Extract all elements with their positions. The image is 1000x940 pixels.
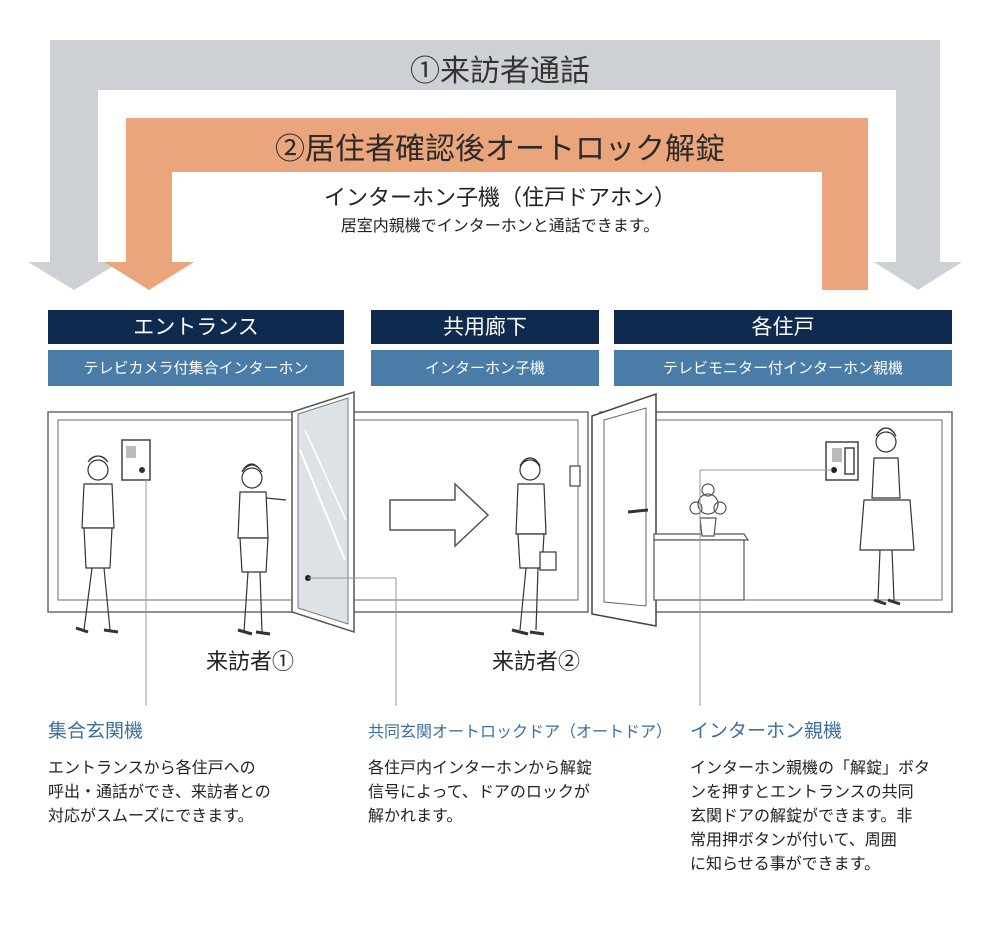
caption-title-entrance-panel: 集合玄関機 (48, 720, 144, 742)
resident-figure-unit (859, 427, 915, 606)
unit-phone-title: インターホン子機（住戸ドアホン） (323, 186, 676, 211)
zone-sub-corridor: インターホン子機 (371, 350, 599, 386)
zone-header-corridor: 共用廊下 (371, 310, 599, 344)
zone-sub-entrance: テレビカメラ付集合インターホン (48, 350, 344, 386)
entrance-panel-icon (121, 439, 151, 481)
leader-lines (145, 469, 832, 706)
zone-header-unit: 各住戸 (614, 310, 952, 344)
visitor-figure-2 (511, 457, 557, 636)
zone-sub-unit: テレビモニター付インターホン親機 (614, 350, 952, 386)
corridor-intercom-icon (569, 465, 581, 487)
visitor-call-label: ①来訪者通話 (410, 54, 590, 89)
visitor-1-label: 来訪者① (206, 650, 295, 675)
gray-flow-arrow (28, 40, 962, 290)
master-monitor-icon (825, 441, 859, 481)
caption-title-master-unit: インターホン親機 (690, 720, 843, 742)
unit-phone-desc: 居室内親機でインターホンと通話できます。 (340, 216, 660, 235)
caption-title-auto-door: 共同玄関オートロックドア（オートドア） (368, 722, 673, 741)
caption-body-auto-door: 各住戸内インターホンから解錠 信号によって、ドアのロックが 解かれます。 (368, 758, 593, 825)
zone-header-entrance: エントランス (48, 310, 344, 344)
caption-body-entrance-panel: エントランスから各住戸への 呼出・通話ができ、来訪者との 対応がスムーズにできま… (48, 758, 271, 825)
direction-arrow-icon (389, 482, 490, 548)
auto-lock-door (291, 390, 355, 634)
visitor-2-label: 来訪者② (492, 650, 581, 675)
unit-door (591, 392, 657, 627)
orange-flow-arrow (104, 118, 868, 290)
caption-body-master-unit: インターホン親機の「解錠」ボタ ンを押すとエントランスの共同 玄関ドアの解錠がで… (690, 758, 931, 873)
resident-figure-entrance (75, 455, 119, 634)
cabinet-with-plant (653, 483, 750, 601)
room-walls (47, 411, 953, 613)
visitor-figure-1 (237, 463, 287, 636)
unlock-label: ②居住者確認後オートロック解錠 (275, 132, 725, 167)
